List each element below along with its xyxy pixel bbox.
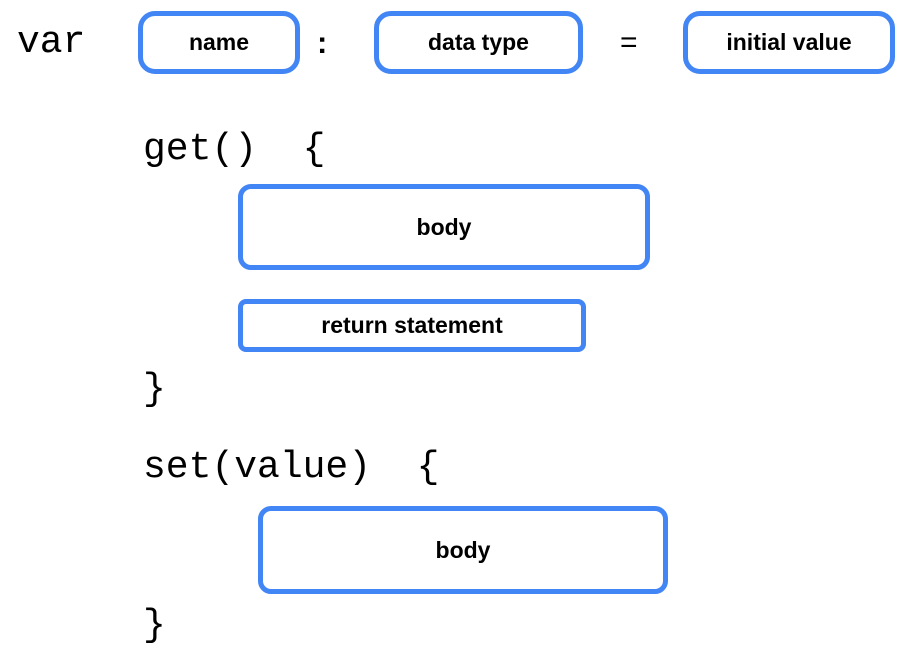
slot-return-statement[interactable]: return statement (238, 299, 586, 352)
slot-name-label: name (188, 29, 250, 55)
slot-setter-body-label: body (435, 536, 491, 563)
colon-operator: : (317, 25, 328, 60)
slot-return-statement-label: return statement (321, 312, 503, 338)
slot-data-type[interactable]: data type (374, 11, 583, 74)
setter-closing-brace: } (143, 604, 166, 647)
slot-initial-value[interactable]: initial value (683, 11, 895, 74)
slot-getter-body[interactable]: body (238, 184, 650, 270)
equals-operator: = (620, 26, 638, 59)
slot-initial-value-label: initial value (726, 29, 852, 55)
getter-signature: get() { (143, 128, 326, 171)
slot-setter-body[interactable]: body (258, 506, 668, 594)
slot-name[interactable]: name (138, 11, 300, 74)
slot-data-type-label: data type (428, 29, 529, 55)
var-keyword: var (17, 21, 86, 64)
slot-getter-body-label: body (416, 213, 472, 240)
setter-signature: set(value) { (143, 446, 440, 489)
getter-closing-brace: } (143, 368, 166, 411)
